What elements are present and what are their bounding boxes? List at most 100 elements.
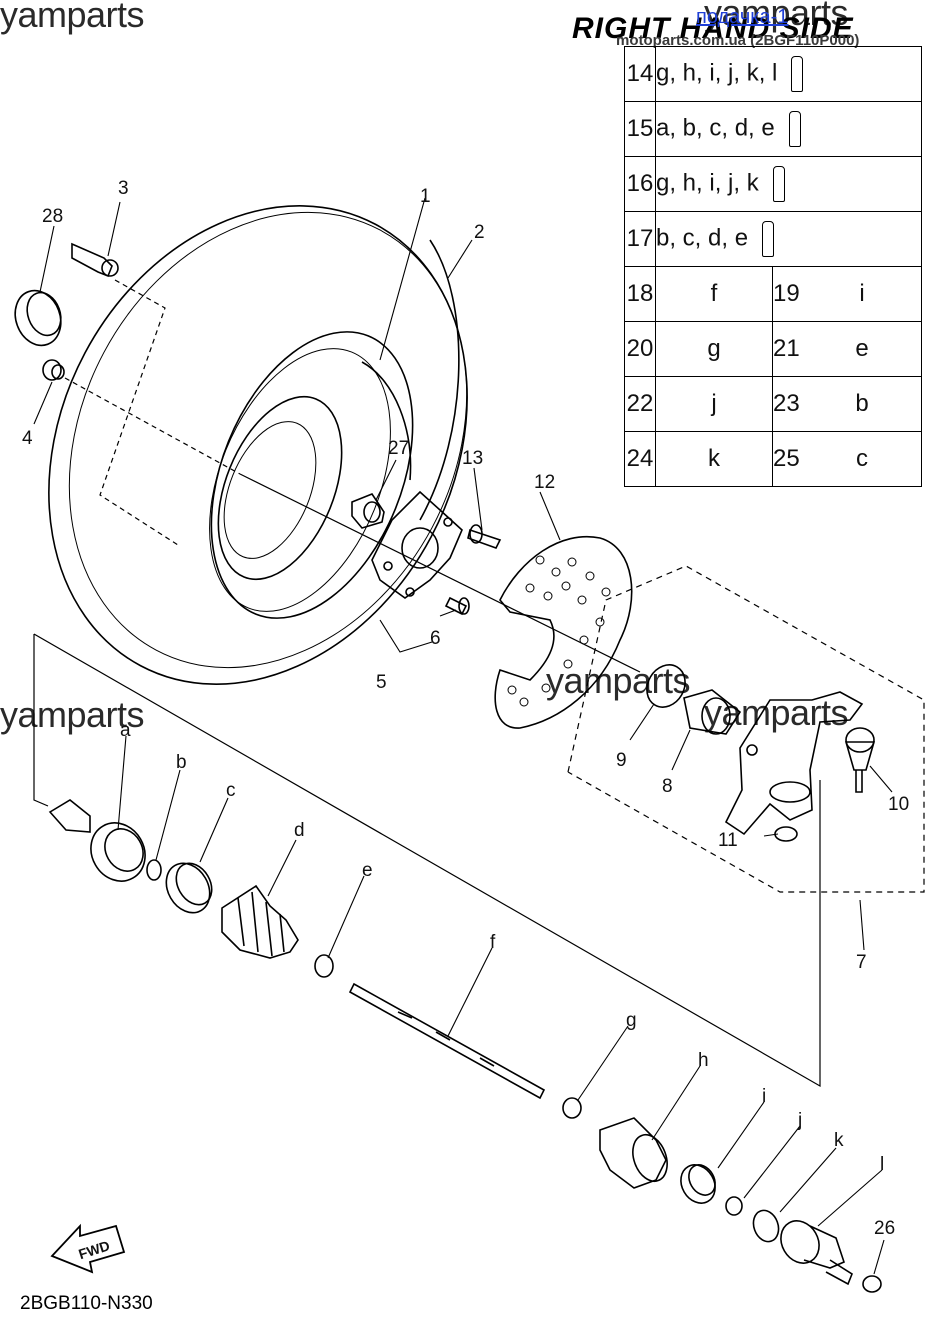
callout-a: a	[120, 720, 131, 741]
header-link[interactable]: подачка-1	[696, 6, 789, 28]
watermark-center: yamparts	[546, 660, 691, 701]
callout-4: 4	[22, 428, 33, 449]
watermark-top-right: yamparts	[704, 0, 849, 33]
callout-8: 8	[662, 776, 673, 797]
fwd-label: FWD	[76, 1237, 111, 1262]
pair-left-number: 22	[624, 376, 656, 432]
drive-shaft-part	[348, 982, 546, 1100]
callout-2: 2	[474, 222, 485, 243]
kit-letters-text: g, h, i, j, k	[656, 169, 759, 197]
kit-table: 14 g, h, i, j, k, l 15 a, b, c, d, e 16 …	[624, 46, 922, 487]
callout-g: g	[626, 1010, 637, 1031]
boot-band-i-part	[680, 1164, 716, 1204]
pair-right-value: i	[803, 266, 922, 322]
kit-letters-text: g, h, i, j, k, l	[656, 59, 778, 87]
boot-band-part	[165, 862, 213, 914]
disc-bolt-part	[467, 524, 502, 549]
kit-row-number: 16	[624, 156, 656, 212]
pair-left-value: j	[655, 376, 773, 432]
pair-right-number: 19	[772, 266, 803, 322]
watermark-mid-left: yamparts	[0, 694, 145, 735]
callout-h: h	[698, 1050, 709, 1071]
pair-row: 20 g 21 e	[624, 321, 922, 377]
spacer-part	[351, 493, 385, 529]
ring-j-part	[725, 1196, 743, 1216]
o-ring-part	[752, 1209, 780, 1243]
callout-10: 10	[888, 794, 909, 815]
callout-7: 7	[856, 952, 867, 973]
callout-13: 13	[462, 448, 483, 469]
pair-right-value: c	[803, 431, 922, 487]
grease-tube-icon	[788, 111, 801, 147]
callout-11: 11	[718, 830, 738, 851]
rim-part	[209, 331, 414, 619]
ring-26-part	[862, 1275, 882, 1293]
pair-left-value: g	[655, 321, 773, 377]
pair-row: 22 j 23 b	[624, 376, 922, 432]
pair-right-number: 25	[772, 431, 803, 487]
valve-cap-part	[14, 289, 62, 347]
fwd-arrow-icon	[50, 1223, 126, 1274]
callout-f: f	[490, 932, 496, 953]
valve-stem-part	[71, 242, 119, 278]
callout-28: 28	[42, 206, 63, 227]
ring-b-part	[146, 859, 162, 881]
ring-clip-part	[774, 826, 798, 842]
site-caption: motoparts.com.ua (2BGF110P000)	[616, 32, 860, 49]
hub-part	[371, 490, 463, 599]
callout-5: 5	[376, 672, 387, 693]
inner-boot-part	[599, 1117, 668, 1189]
brake-disc-part	[494, 535, 633, 729]
hub-bolt-part	[444, 596, 470, 616]
callout-27: 27	[388, 438, 409, 459]
ball-joint-part	[844, 727, 876, 793]
callout-6: 6	[430, 628, 441, 649]
kit-row: 16 g, h, i, j, k	[624, 156, 922, 212]
callout-1: 1	[420, 186, 431, 207]
kit-letters-text: a, b, c, d, e	[656, 114, 775, 142]
callout-k: k	[834, 1130, 844, 1151]
callout-c: c	[226, 780, 236, 801]
grease-tube-icon	[772, 166, 785, 202]
small-band-g-part	[562, 1097, 582, 1119]
callout-l: l	[880, 1154, 884, 1175]
kit-letters-text: b, c, d, e	[656, 224, 749, 252]
pair-left-number: 18	[624, 266, 656, 322]
callout-d: d	[294, 820, 305, 841]
kit-row: 17 b, c, d, e	[624, 211, 922, 267]
steering-knuckle-part	[724, 691, 864, 836]
callout-3: 3	[118, 178, 129, 199]
callout-b: b	[176, 752, 187, 773]
bearing-part	[683, 689, 742, 735]
callout-9: 9	[616, 750, 627, 771]
kit-row: 14 g, h, i, j, k, l	[624, 46, 922, 102]
page-title: RIGHT HAND SIDE	[572, 12, 854, 45]
callout-j: j	[797, 1110, 802, 1131]
grease-tube-icon	[791, 56, 804, 92]
callout-12: 12	[534, 472, 555, 493]
watermark-top-left: yamparts	[0, 0, 145, 35]
diagram-code: 2BGB110-N330	[20, 1293, 153, 1314]
circlip-part	[646, 664, 686, 708]
pair-right-value: e	[803, 321, 922, 377]
kit-row-letters: g, h, i, j, k	[655, 156, 922, 212]
kit-row-letters: b, c, d, e	[655, 211, 922, 267]
small-band-part	[314, 954, 334, 978]
callout-i: i	[762, 1086, 766, 1107]
outer-boot-part	[221, 884, 299, 959]
callout-26: 26	[874, 1218, 895, 1239]
kit-row-letters: a, b, c, d, e	[655, 101, 922, 157]
callout-e: e	[362, 860, 373, 881]
outer-cv-joint-part	[48, 799, 146, 882]
pair-row: 24 k 25 c	[624, 431, 922, 487]
pair-row: 18 f 19 i	[624, 266, 922, 322]
kit-row: 15 a, b, c, d, e	[624, 101, 922, 157]
tire-part	[48, 205, 468, 685]
pair-left-number: 24	[624, 431, 656, 487]
wheel-nut-part	[42, 359, 65, 381]
grease-tube-icon	[762, 221, 775, 257]
inner-cv-joint-part	[780, 1220, 853, 1286]
pair-left-value: k	[655, 431, 773, 487]
kit-row-letters: g, h, i, j, k, l	[655, 46, 922, 102]
